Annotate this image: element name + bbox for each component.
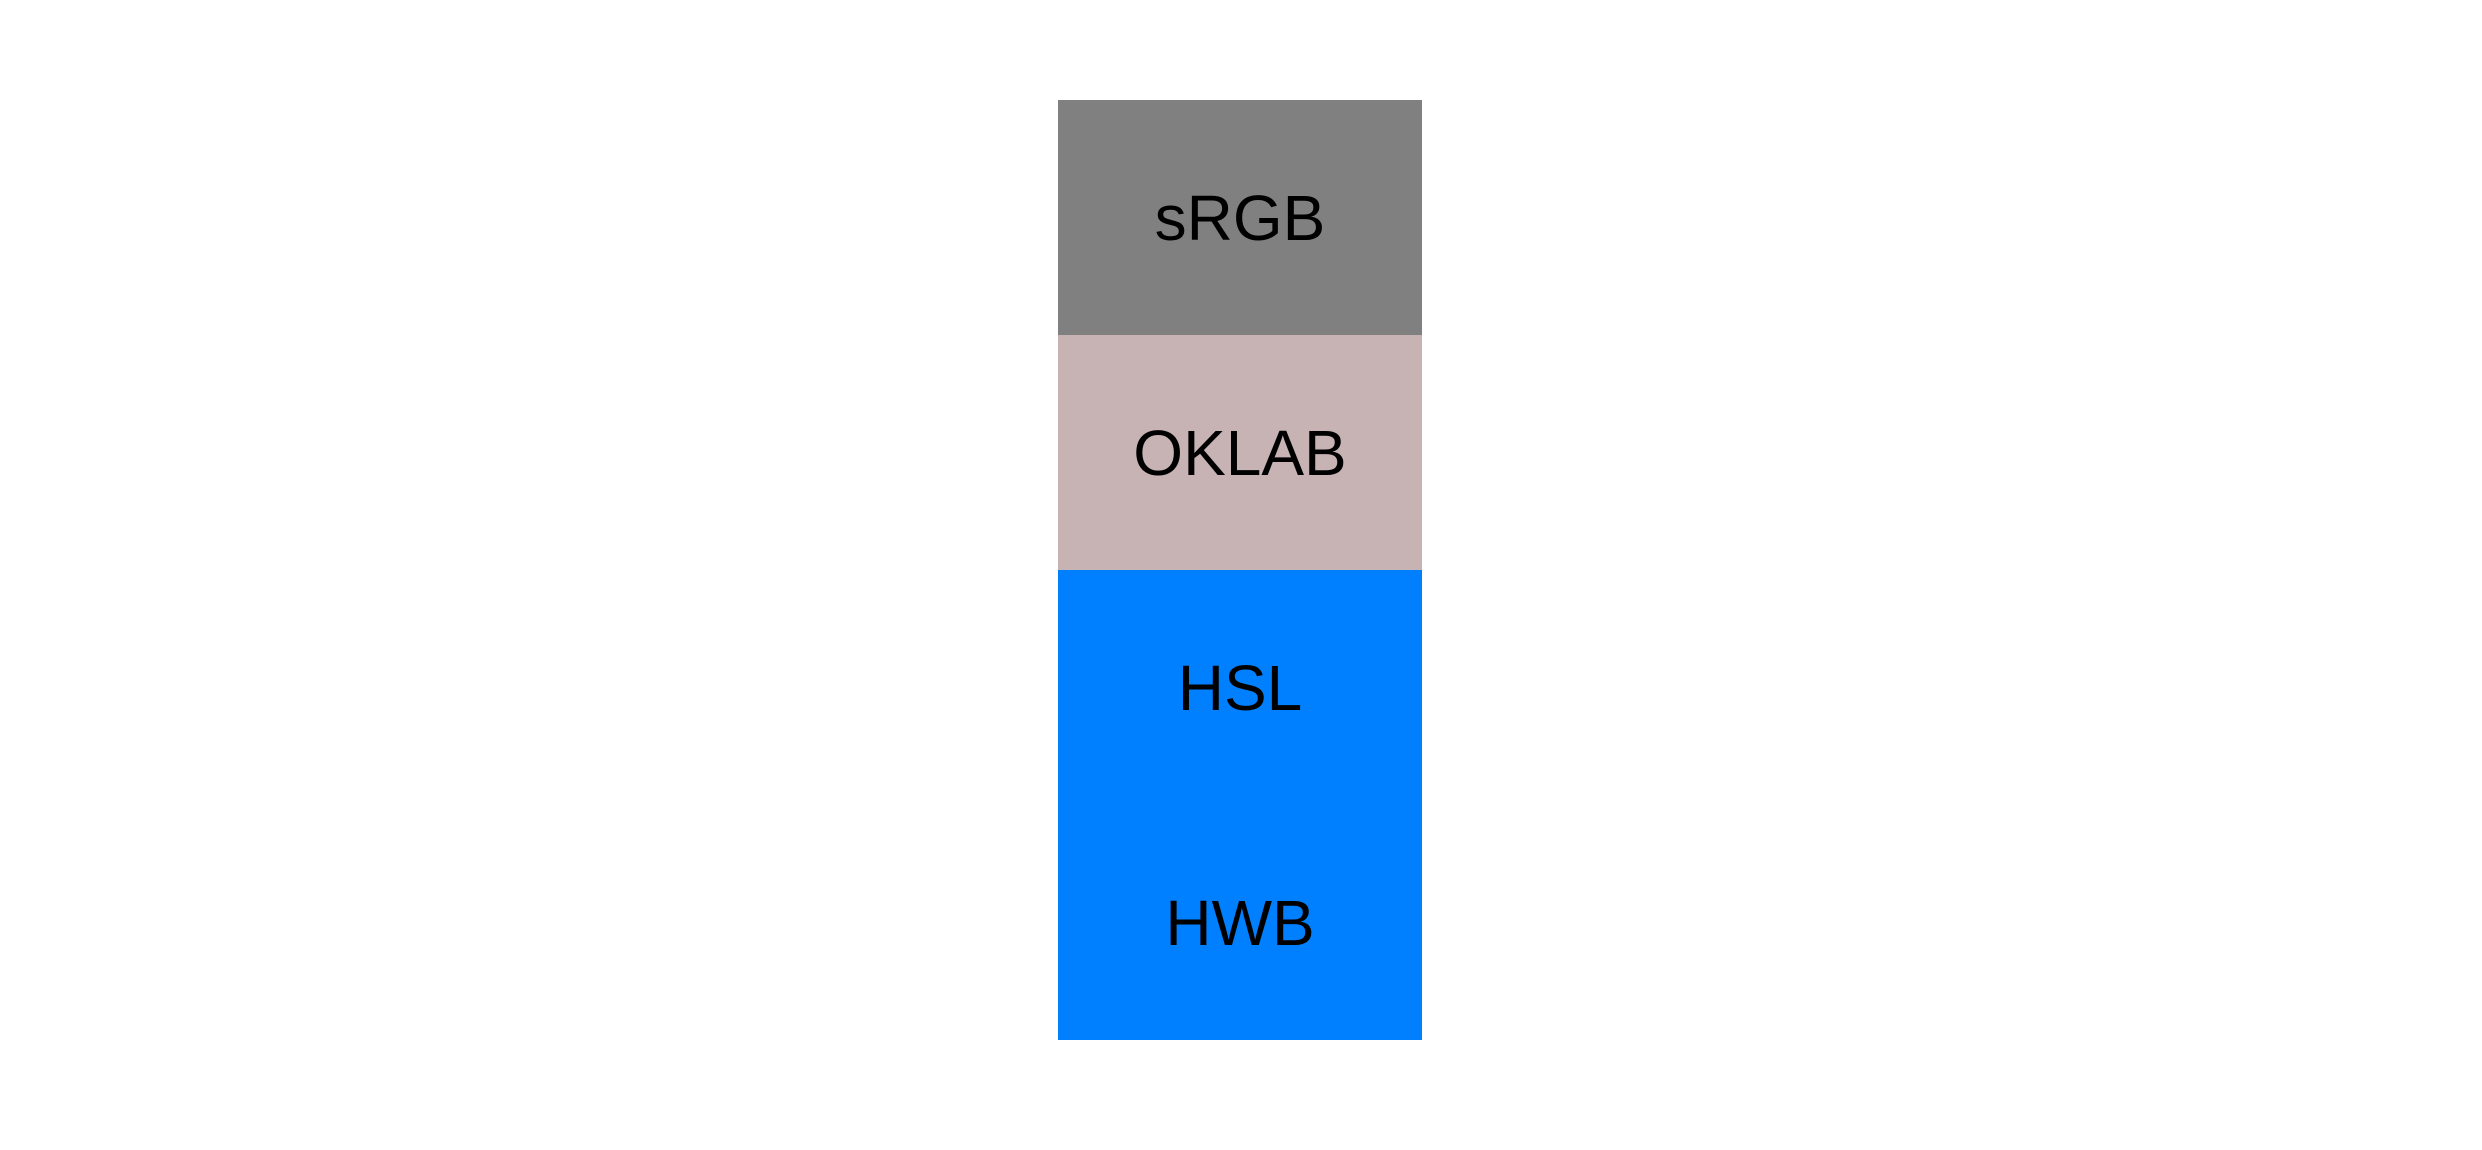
color-space-swatch-column: sRGB OKLAB HSL HWB — [1058, 100, 1422, 1040]
swatch-band-hsl: HSL — [1058, 570, 1422, 805]
swatch-label-hsl: HSL — [1177, 651, 1303, 724]
swatch-band-oklab: OKLAB — [1058, 335, 1422, 570]
swatch-band-hwb: HWB — [1058, 805, 1422, 1040]
swatch-label-srgb: sRGB — [1154, 181, 1326, 254]
swatch-label-hwb: HWB — [1165, 886, 1315, 959]
swatch-band-srgb: sRGB — [1058, 100, 1422, 335]
swatch-label-oklab: OKLAB — [1133, 416, 1347, 489]
